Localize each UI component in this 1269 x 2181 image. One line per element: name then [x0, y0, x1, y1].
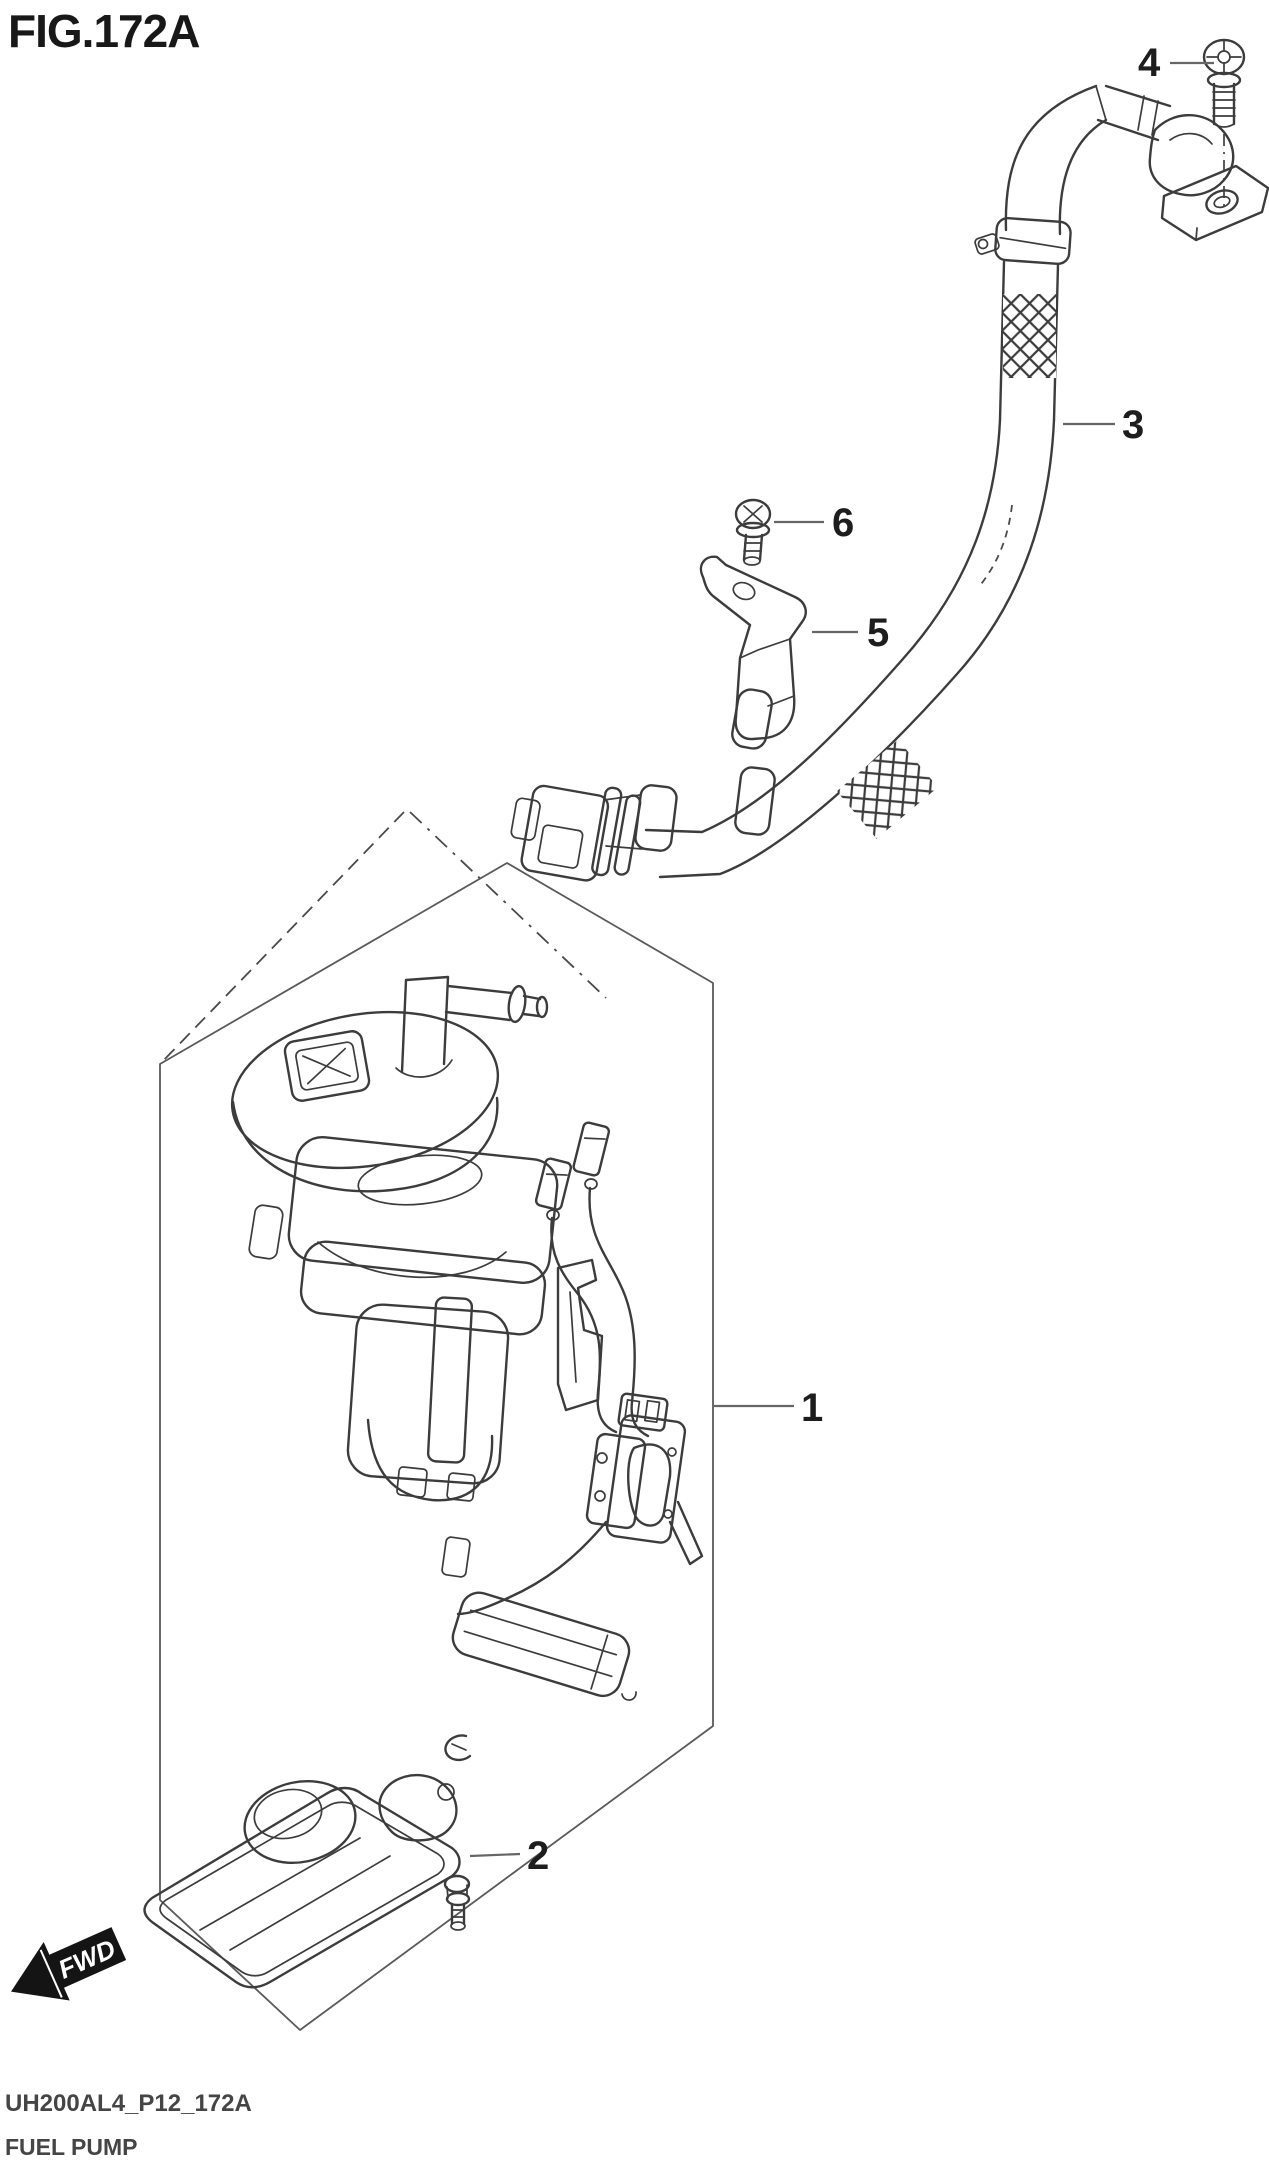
callout-label-5: 5 — [867, 611, 889, 655]
fuel-float — [451, 1591, 631, 1698]
strainer-bolt — [443, 1874, 471, 1931]
callout-5: 5 — [812, 611, 889, 655]
callout-label-1: 1 — [801, 1386, 823, 1430]
fwd-arrow: FWD — [11, 1927, 127, 2001]
part-1-fuel-pump-assembly — [230, 975, 704, 1762]
callout-label-3: 3 — [1122, 403, 1144, 447]
part-2-strainer — [143, 1773, 471, 1989]
callout-label-6: 6 — [832, 501, 854, 545]
part-3-fuel-hose — [510, 84, 1269, 882]
part-5-bracket — [699, 555, 807, 750]
figure-caption: FUEL PUMP — [5, 2134, 138, 2160]
retainer-clip — [444, 1734, 472, 1762]
hose-quick-connector — [510, 784, 642, 882]
leader-line-2 — [469, 1852, 521, 1858]
fwd-arrow-shape — [11, 1927, 127, 2001]
part-4-screw — [1202, 38, 1246, 208]
figure-code: UH200AL4_P12_172A — [5, 2090, 252, 2117]
exploded-view-box — [159, 862, 714, 2031]
projection-line-right — [409, 811, 607, 999]
pump-connector-block — [283, 1030, 371, 1102]
figure-title: FIG.172A — [8, 5, 200, 57]
callout-label-2: 2 — [527, 1834, 549, 1878]
hose-mesh-upper — [1003, 294, 1056, 378]
callout-label-4: 4 — [1138, 41, 1161, 85]
figure-footer: UH200AL4_P12_172A FUEL PUMP — [5, 2090, 252, 2161]
part-6-bolt — [734, 498, 772, 566]
hose-mesh-lower — [836, 739, 938, 839]
callout-3: 3 — [1063, 403, 1144, 447]
fuel-level-sender — [456, 1392, 704, 1616]
callout-2: 2 — [469, 1834, 549, 1878]
callout-4: 4 — [1138, 41, 1214, 85]
projection-line-left — [161, 811, 405, 1063]
callout-1: 1 — [714, 1386, 823, 1430]
callout-6: 6 — [774, 501, 854, 545]
